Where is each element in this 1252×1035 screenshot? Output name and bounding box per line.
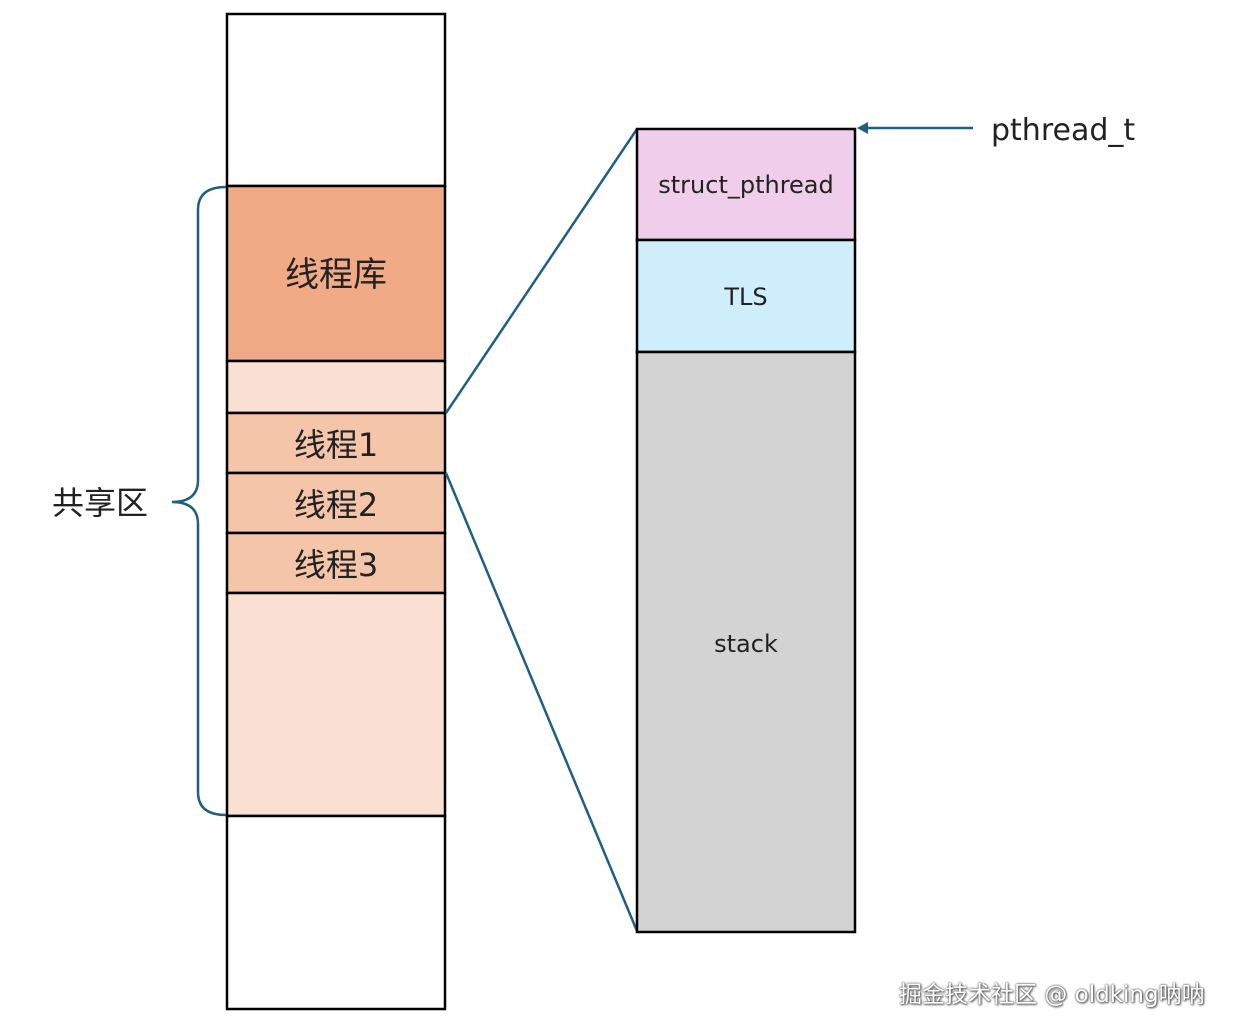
address-space-column: 线程库 线程1 线程2 线程3 <box>225 12 447 1011</box>
thread-1-block <box>225 411 447 475</box>
zoom-line-bottom <box>444 472 639 932</box>
bottom-region <box>225 814 447 1011</box>
tls-label: TLS <box>723 283 767 311</box>
tls-block <box>635 238 857 354</box>
zoom-line-top <box>444 128 639 414</box>
thread-2-label: 线程2 <box>294 486 378 524</box>
shared-gap-region <box>225 359 447 415</box>
shared-free-region <box>225 591 447 818</box>
thread-detail-column: struct_pthread TLS stack <box>635 127 857 934</box>
stack-label: stack <box>714 630 778 658</box>
stack-block <box>635 350 857 934</box>
top-region <box>225 12 447 188</box>
thread-library-block <box>225 184 447 363</box>
thread-3-label: 线程3 <box>294 546 378 584</box>
pthread-t-arrowhead <box>857 122 868 134</box>
watermark: 掘金技术社区 @ oldking呐呐 <box>899 982 1205 1008</box>
thread-3-block <box>225 531 447 595</box>
shared-region-brace <box>171 185 227 817</box>
thread-1-label: 线程1 <box>294 426 378 464</box>
struct-pthread-label: struct_pthread <box>658 171 834 199</box>
shared-region-label: 共享区 <box>52 484 148 522</box>
pthread-t-label: pthread_t <box>991 113 1135 148</box>
thread-library-label: 线程库 <box>285 255 387 295</box>
